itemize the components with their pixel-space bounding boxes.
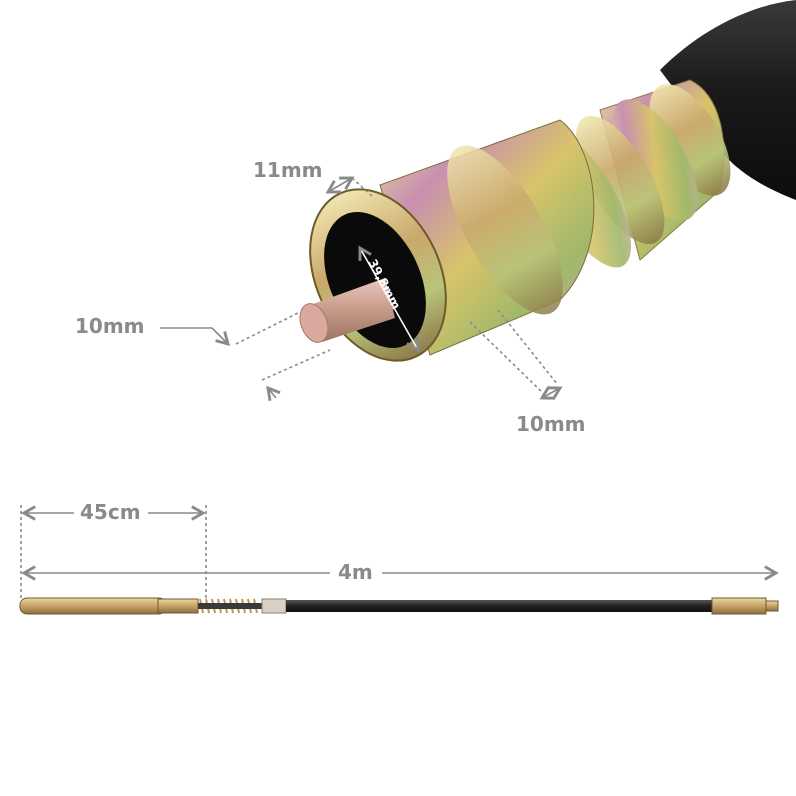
end-fitting [711, 597, 767, 615]
side-width-label: 10mm [516, 412, 586, 436]
hose-full [286, 600, 712, 612]
full-length-group [19, 505, 779, 615]
crimp-collar [261, 598, 287, 614]
closeup-dimension-lines [160, 176, 563, 401]
hose-closeup [660, 0, 796, 200]
needle-head [19, 597, 167, 615]
closeup-group: 39,8mm [160, 0, 796, 401]
shaft-diameter-label: 10mm [75, 314, 145, 338]
total-length-label: 4m [338, 560, 373, 584]
head-length-label: 45cm [80, 500, 141, 524]
tip-width-label: 11mm [253, 158, 323, 182]
full-dimension-lines [20, 505, 779, 600]
collar-closeup [538, 79, 731, 268]
